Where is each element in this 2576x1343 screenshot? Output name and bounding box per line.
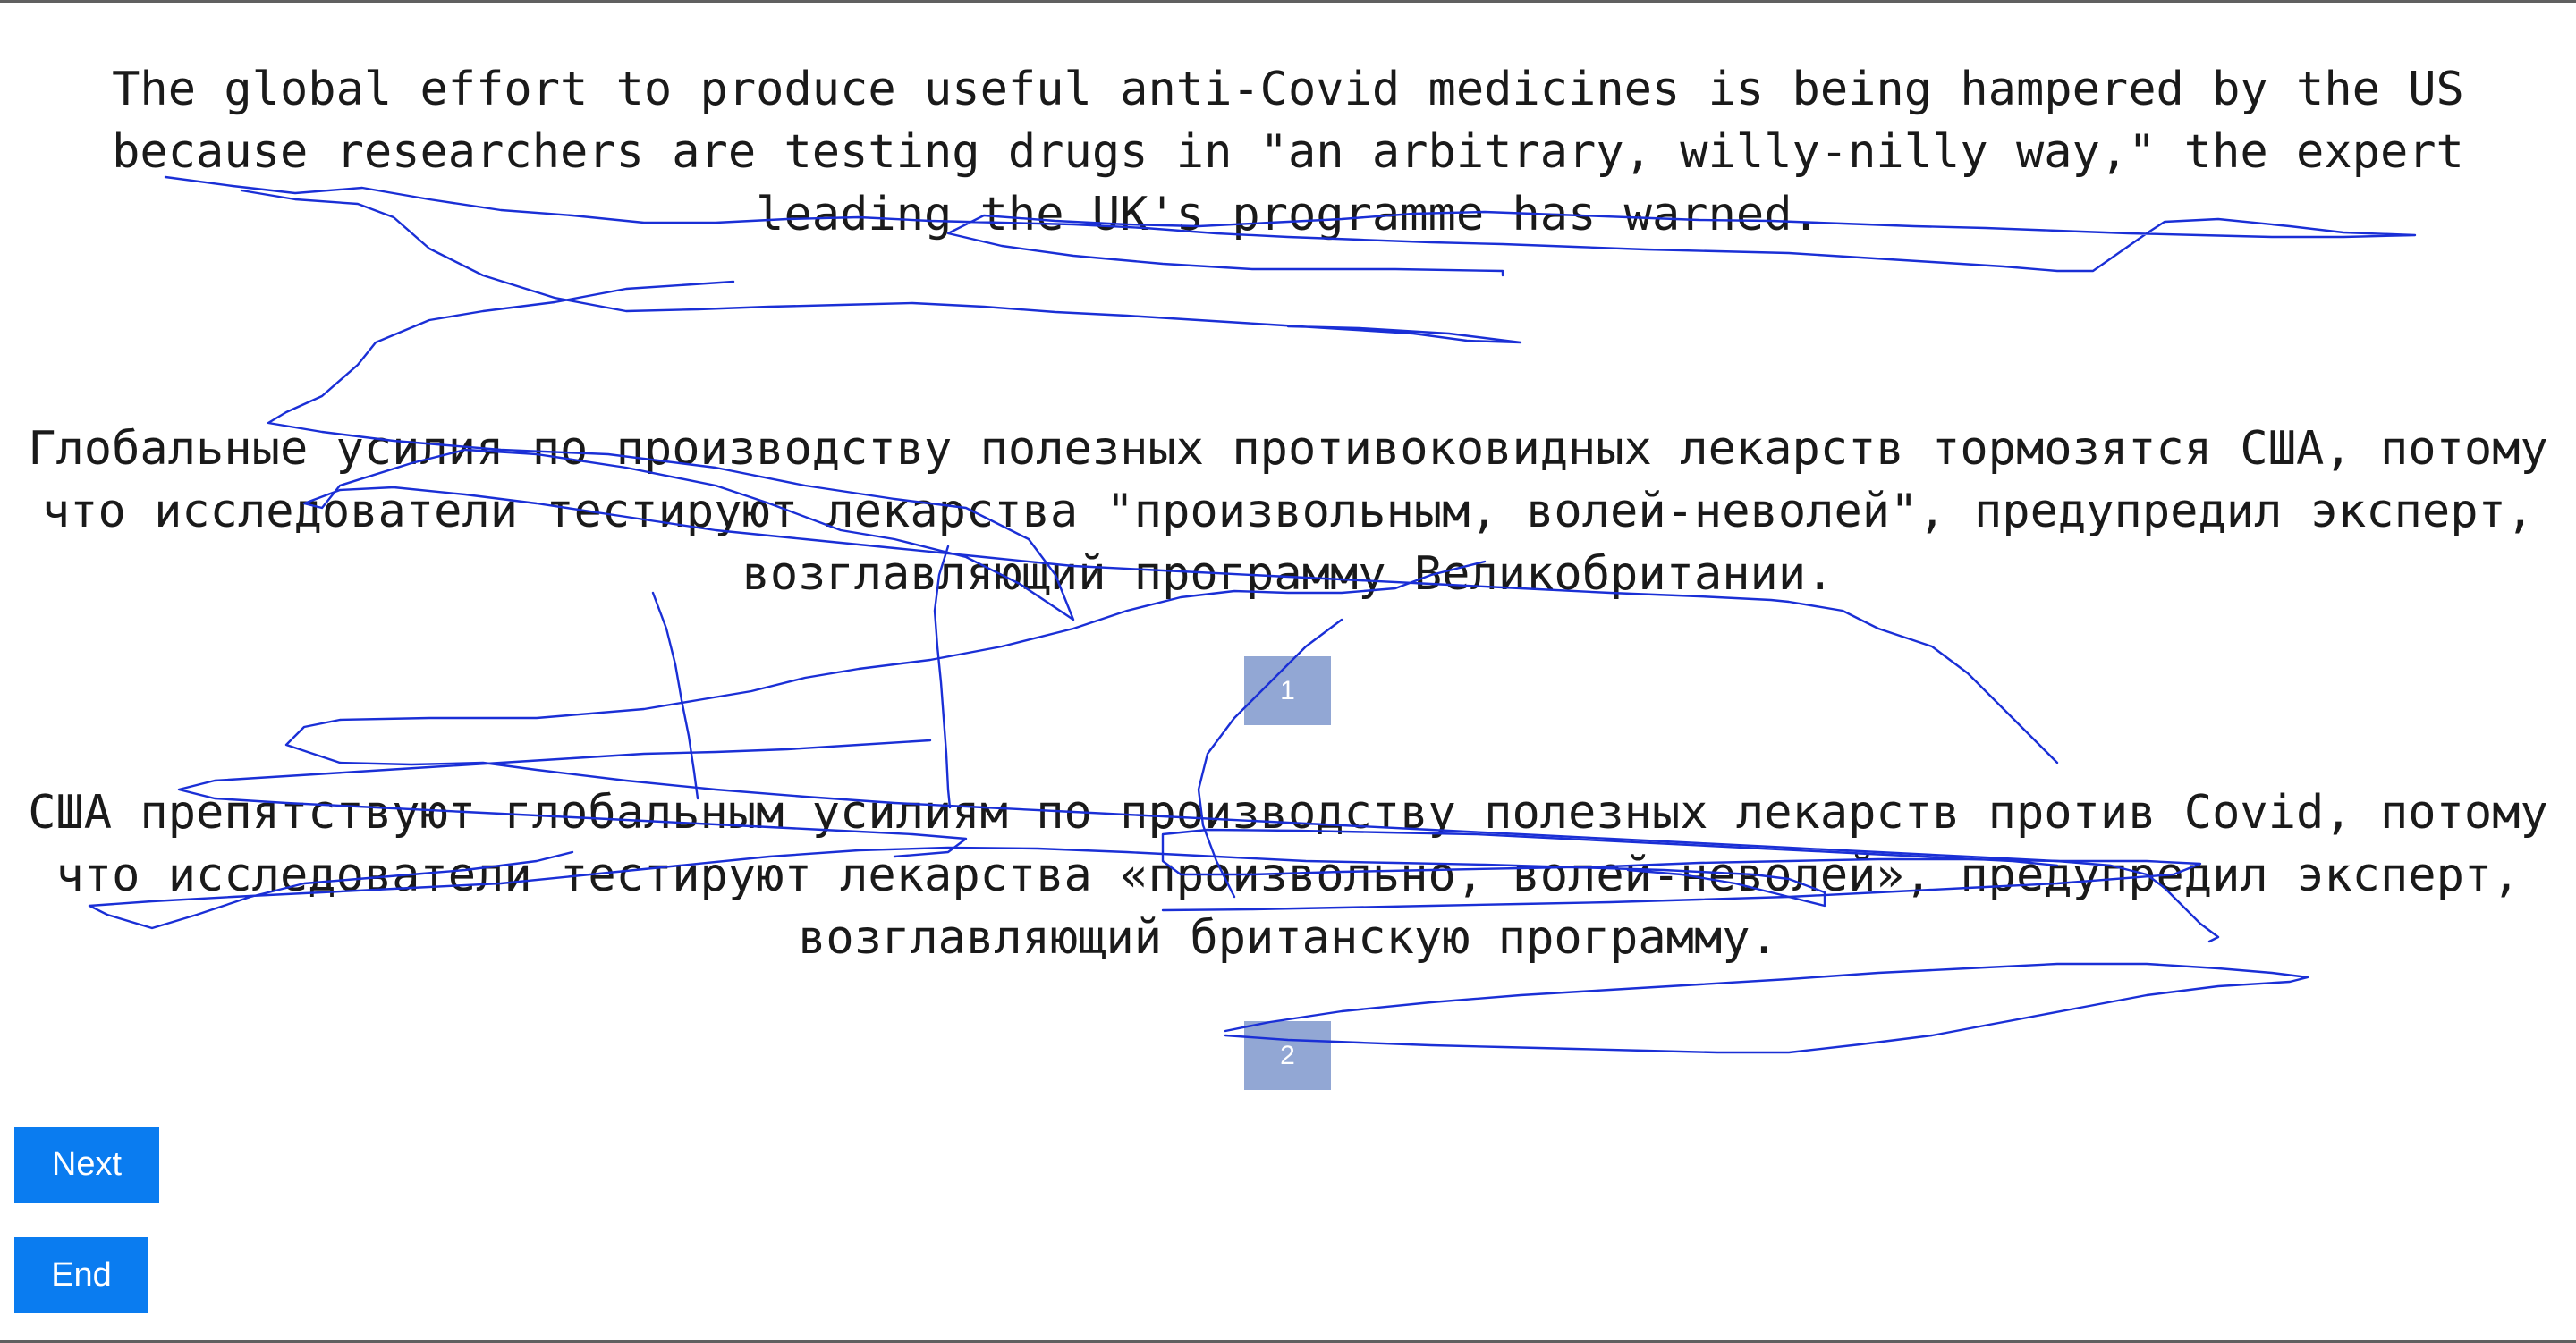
source-sentence: The global effort to produce useful anti… [112,63,2464,241]
rank-label-2: 2 [1280,1040,1295,1070]
rank-box-2[interactable]: 2 [1244,1021,1331,1090]
rank-label-1: 1 [1280,675,1295,705]
translation-candidate-1: Глобальные усилия по производству полезн… [28,422,2548,601]
rank-box-1[interactable]: 1 [1244,656,1331,725]
end-button[interactable]: End [14,1237,148,1313]
next-button[interactable]: Next [14,1127,159,1203]
translation-candidate-2: США препятствуют глобальным усилиям по п… [28,786,2548,965]
mouse-trail-stroke-8 [1224,962,2309,1054]
